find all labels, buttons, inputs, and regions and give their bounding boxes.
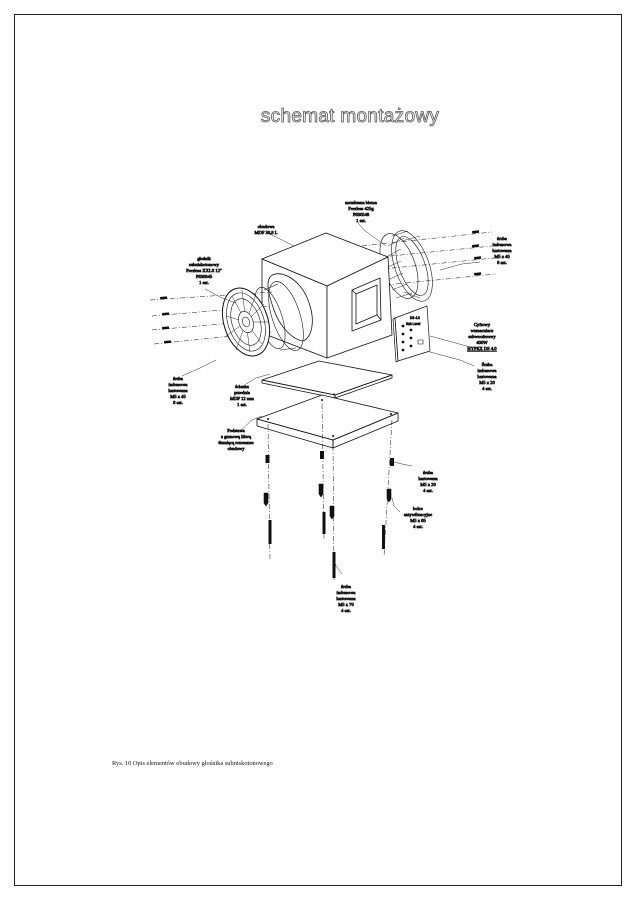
left-screw-heads [160,296,172,344]
svg-text:tłumiącą rezonanse: tłumiącą rezonanse [218,440,253,445]
callout-housing: obudowa MDF 38,8 L [254,224,278,237]
front-wall-panel [261,360,393,399]
svg-text:imbusowa: imbusowa [478,368,497,373]
svg-text:subniskotonowy: subniskotonowy [189,262,220,267]
svg-text:subwooferowy: subwooferowy [468,334,496,339]
callout-driver: głośnik subniskotonowy Peerless XXLS 12"… [186,256,223,286]
base-plate [256,394,399,449]
svg-text:4 szt.: 4 szt. [341,608,351,613]
callout-membrane: membrana biema Peerless 425g P830548 1 s… [345,200,377,224]
page-frame [14,14,622,886]
svg-text:Podstawa: Podstawa [227,428,245,433]
svg-text:400W: 400W [476,340,488,345]
svg-text:ścianka: ścianka [235,384,249,389]
svg-text:8 szt.: 8 szt. [173,400,183,405]
svg-text:HYPEX DS 4.0: HYPEX DS 4.0 [467,346,497,351]
svg-text:4 szt.: 4 szt. [423,488,433,493]
amp-panel-model: DS 4.0 [410,316,420,320]
svg-text:hartowana: hartowana [477,374,496,379]
svg-text:głośnik: głośnik [197,256,211,261]
amp-panel-level: Sub Level [406,322,420,326]
svg-text:1 szt.: 1 szt. [237,402,247,407]
figure-caption: Rys. 10 Opis elementów obudowy głośnika … [112,760,273,767]
svg-text:Peerless 425g: Peerless 425g [348,206,374,211]
svg-text:z gumową liżwą: z gumową liżwą [221,434,252,439]
svg-text:MDF 12 mm: MDF 12 mm [230,396,254,401]
svg-text:śruba: śruba [341,584,351,589]
svg-text:4 szt.: 4 szt. [413,524,423,529]
right-screw-heads [471,230,482,276]
svg-text:M5 x 45: M5 x 45 [170,394,186,399]
svg-text:8 szt.: 8 szt. [497,260,507,265]
svg-text:antywibracyjne: antywibracyjne [404,512,432,517]
svg-text:1 szt.: 1 szt. [356,218,366,223]
svg-text:bolce: bolce [413,506,423,511]
svg-text:P830845: P830845 [196,274,213,279]
short-screws [265,451,394,466]
page-title: schemat montażowy [260,106,440,128]
callout-screw-bottom-right: śruba hartowana M5 x 20 4 szt. [418,470,438,494]
svg-text:śruba: śruba [423,470,433,475]
svg-text:M5 x 20: M5 x 20 [479,380,495,385]
callout-base: Podstawa z gumową liżwą tłumiącą rezonan… [218,428,254,452]
amplifier-controls [401,324,424,352]
callout-screw-middle-right: Śruba imbusowa hartowana M5 x 20 4 szt. [477,362,497,392]
svg-text:4 szt.: 4 szt. [482,386,492,391]
callout-front-wall: ścianka przednia MDF 12 mm 1 szt. [230,384,255,408]
callout-screw-top-right: śruba imbusowa hartowana M5 x 45 8 szt. [492,236,512,266]
svg-text:P830548: P830548 [353,212,370,217]
svg-text:Peerless XXLS 12": Peerless XXLS 12" [186,268,222,273]
svg-text:1 szt.: 1 szt. [199,280,209,285]
svg-text:śruba: śruba [173,376,183,381]
callout-screw-left: śruba imbusowa hartowana M5 x 45 8 szt. [168,376,188,406]
svg-text:śruba: śruba [497,236,507,241]
svg-text:M5 x 20: M5 x 20 [420,482,436,487]
svg-text:membrana biema: membrana biema [345,200,377,205]
amplifier-plate: DS 4.0 Sub Level [392,305,431,363]
svg-text:hartowana: hartowana [168,388,187,393]
svg-text:Śruba: Śruba [482,362,493,367]
svg-text:imbusowa: imbusowa [337,590,356,595]
long-screws [268,512,385,578]
callout-bolt: bolce antywibracyjne M5 x 85 4 szt. [403,506,432,530]
anti-vibration-bolts [263,483,392,520]
svg-text:imbusowa: imbusowa [169,382,188,387]
svg-text:hartowana: hartowana [336,596,355,601]
callout-amplifier: Cyfrowy wzmacniacz subwooferowy 400W HYP… [467,322,498,352]
callout-screw-bottom: śruba imbusowa hartowana M5 x 70 4 szt. [336,584,356,614]
leader-lines [181,222,481,575]
svg-text:M5 x 85: M5 x 85 [410,518,426,523]
svg-text:MDF 38,8 L: MDF 38,8 L [254,230,277,236]
svg-text:obudowa: obudowa [258,224,275,229]
svg-text:przednia: przednia [234,390,250,395]
svg-text:wzmacniacz: wzmacniacz [471,328,494,333]
svg-text:hartowana: hartowana [492,248,511,253]
svg-text:imbusowa: imbusowa [493,242,512,247]
svg-text:hartowana: hartowana [418,476,437,481]
svg-text:M5 x 45: M5 x 45 [494,254,510,259]
svg-text:Cyfrowy: Cyfrowy [474,322,491,327]
svg-text:obudowy: obudowy [227,446,245,451]
svg-text:M5 x 70: M5 x 70 [338,602,354,607]
woofer-driver [221,281,304,357]
